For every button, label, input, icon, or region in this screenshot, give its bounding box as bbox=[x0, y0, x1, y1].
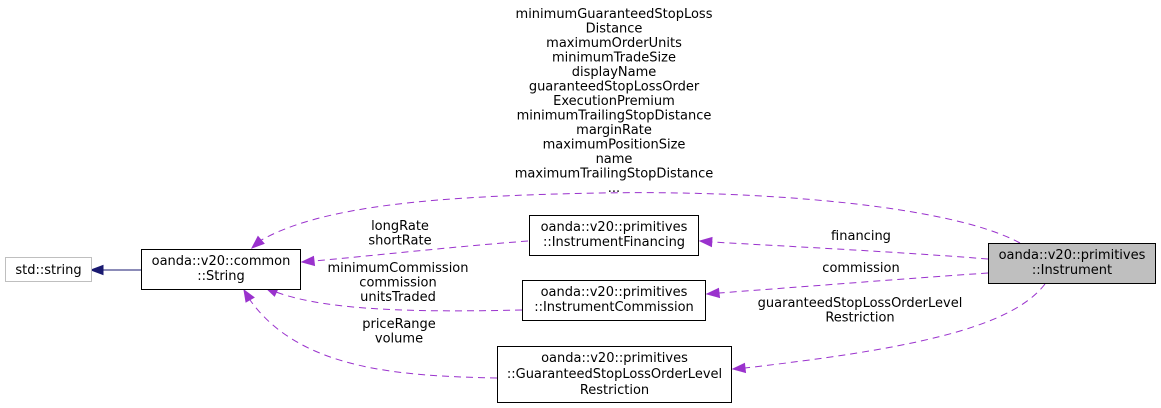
text-line: oanda::v20::primitives bbox=[541, 351, 688, 366]
text-line: guaranteedStopLossOrderLevel bbox=[758, 296, 963, 311]
node-gsl-restriction[interactable]: oanda::v20::primitives::GuaranteedStopLo… bbox=[497, 346, 732, 403]
edge-instrument-to-string bbox=[250, 192, 1021, 249]
node-common-string-label: oanda::v20::common::String bbox=[152, 254, 291, 284]
edge-label-instrument-to-commission: commission bbox=[822, 261, 899, 276]
text-line: ::String bbox=[197, 269, 245, 284]
node-gsl-restriction-label: oanda::v20::primitives::GuaranteedStopLo… bbox=[507, 351, 722, 398]
text-line: minimumTradeSize bbox=[552, 51, 676, 66]
text-line: guaranteedStopLossOrder bbox=[529, 80, 700, 95]
node-instrument-financing[interactable]: oanda::v20::primitives::InstrumentFinanc… bbox=[529, 215, 699, 256]
text-line: ::InstrumentFinancing bbox=[543, 235, 685, 250]
text-line: minimumCommission bbox=[327, 261, 468, 276]
text-line: Distance bbox=[586, 22, 643, 37]
text-line: maximumPositionSize bbox=[543, 138, 686, 153]
text-line: longRate bbox=[371, 219, 429, 234]
edge-instrument-to-financing bbox=[698, 236, 989, 260]
node-std-string-label: std::string bbox=[15, 263, 81, 278]
text-line: name bbox=[596, 152, 633, 167]
text-line: std::string bbox=[15, 263, 81, 278]
node-instrument[interactable]: oanda::v20::primitives::Instrument bbox=[988, 243, 1156, 284]
text-line: volume bbox=[375, 332, 423, 347]
edge-instrument-to-gsl bbox=[731, 283, 1046, 374]
node-instrument-label: oanda::v20::primitives::Instrument bbox=[999, 248, 1146, 278]
text-line: Restriction bbox=[580, 383, 649, 398]
edge-gsl-to-string bbox=[243, 288, 498, 379]
text-line: ::InstrumentCommission bbox=[534, 300, 694, 315]
text-line: ::GuaranteedStopLossOrderLevel bbox=[507, 367, 722, 382]
edge-instrument-to-commission bbox=[705, 272, 989, 299]
text-line: oanda::v20::common bbox=[152, 254, 291, 269]
text-line: displayName bbox=[572, 65, 657, 80]
text-line: marginRate bbox=[576, 123, 652, 138]
text-line: shortRate bbox=[368, 234, 431, 249]
node-common-string[interactable]: oanda::v20::common::String bbox=[141, 249, 301, 290]
text-line: ::Instrument bbox=[1032, 263, 1112, 278]
text-line: ... bbox=[608, 181, 620, 196]
text-line: minimumGuaranteedStopLoss bbox=[516, 7, 713, 22]
text-line: financing bbox=[831, 229, 891, 244]
node-instrument-financing-label: oanda::v20::primitives::InstrumentFinanc… bbox=[541, 220, 688, 250]
edge-string-inherits-std-string bbox=[89, 264, 141, 276]
text-line: oanda::v20::primitives bbox=[541, 285, 688, 300]
text-line: priceRange bbox=[362, 317, 436, 332]
text-line: Restriction bbox=[825, 311, 894, 326]
edge-label-instrument-to-financing: financing bbox=[831, 229, 891, 244]
edge-financing-to-string bbox=[300, 240, 529, 267]
text-line: minimumTrailingStopDistance bbox=[517, 109, 712, 124]
text-line: commission bbox=[822, 261, 899, 276]
node-instrument-commission[interactable]: oanda::v20::primitives::InstrumentCommis… bbox=[522, 280, 706, 321]
text-line: unitsTraded bbox=[360, 290, 436, 305]
text-line: commission bbox=[359, 276, 436, 291]
node-std-string[interactable]: std::string bbox=[5, 257, 92, 282]
text-line: ExecutionPremium bbox=[553, 94, 675, 109]
node-instrument-commission-label: oanda::v20::primitives::InstrumentCommis… bbox=[534, 285, 694, 315]
text-line: maximumTrailingStopDistance bbox=[515, 167, 714, 182]
text-line: maximumOrderUnits bbox=[546, 36, 682, 51]
text-line: oanda::v20::primitives bbox=[541, 220, 688, 235]
text-line: oanda::v20::primitives bbox=[999, 248, 1146, 263]
